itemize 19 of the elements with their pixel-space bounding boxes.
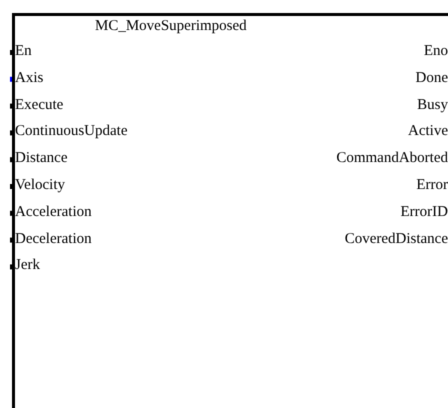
input-pin-label: Axis xyxy=(15,68,44,87)
input-pin-label: En xyxy=(15,42,32,60)
block-title: MC_MoveSuperimposed xyxy=(95,17,247,35)
input-pin-label: Velocity xyxy=(15,176,65,194)
input-pin-label: ContinuousUpdate xyxy=(15,122,128,140)
output-pin-label: CommandAborted xyxy=(336,149,448,168)
input-pin-label: Execute xyxy=(15,96,64,114)
output-pin-label: ErrorID xyxy=(400,202,448,221)
input-pin-label: Distance xyxy=(15,149,68,168)
output-pin-label: CoveredDistance xyxy=(344,230,448,248)
function-block xyxy=(12,13,448,408)
input-pin-label: Deceleration xyxy=(15,230,92,248)
input-pin-label: Acceleration xyxy=(15,202,92,221)
output-pin-label: Done xyxy=(416,68,448,87)
output-pin-label: Error xyxy=(416,176,448,194)
output-pin-label: Busy xyxy=(417,96,448,114)
output-pin-label: Active xyxy=(408,122,448,140)
input-pin-label: Jerk xyxy=(15,256,40,274)
output-pin-label: Eno xyxy=(424,42,448,60)
